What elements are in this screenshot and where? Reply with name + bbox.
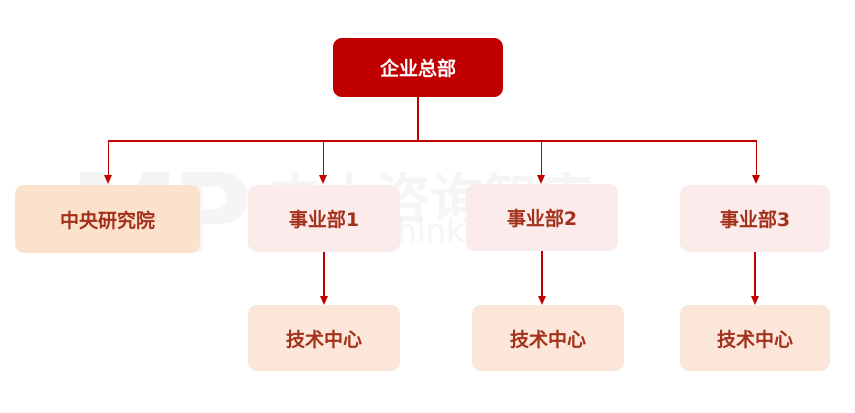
node-division-2: 事业部2: [466, 184, 618, 251]
connector-tech2: [541, 251, 543, 297]
connector-research: [108, 141, 109, 177]
node-tech-center-3: 技术中心: [680, 305, 830, 371]
node-headquarters: 企业总部: [333, 38, 503, 97]
node-tech-center-2: 技术中心: [472, 305, 624, 371]
arrow-icon: [537, 175, 545, 184]
arrow-icon: [104, 175, 112, 184]
connector-div3: [756, 141, 757, 177]
node-tech-center-1: 技术中心: [248, 305, 400, 371]
connector-tech3: [754, 252, 756, 297]
horizontal-connector: [108, 140, 757, 142]
connector-div2: [541, 141, 542, 177]
arrow-icon: [538, 296, 546, 305]
connector-tech1: [323, 252, 325, 297]
connector-div1: [323, 141, 324, 177]
node-division-1: 事业部1: [248, 185, 400, 252]
arrow-icon: [751, 296, 759, 305]
arrow-icon: [752, 175, 760, 184]
node-research-institute: 中央研究院: [15, 185, 200, 253]
root-connector: [417, 97, 419, 141]
arrow-icon: [320, 296, 328, 305]
arrow-icon: [319, 175, 327, 184]
node-division-3: 事业部3: [680, 185, 830, 252]
